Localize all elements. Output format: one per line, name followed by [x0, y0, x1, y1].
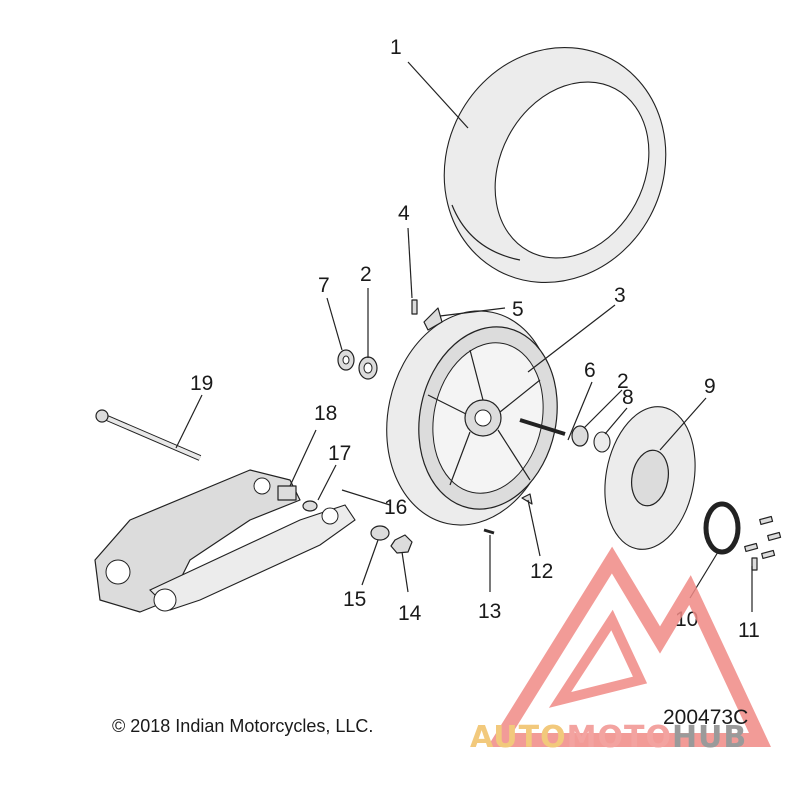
callout-2: 2 — [360, 263, 372, 286]
drawing-id: 200473C — [663, 706, 749, 729]
watermark-moto: MOTO — [566, 720, 672, 755]
sprocket — [703, 501, 741, 555]
callout-3: 3 — [614, 284, 626, 307]
washer-15 — [370, 525, 390, 541]
callout-7: 7 — [318, 274, 330, 297]
brake-disc — [604, 406, 696, 550]
callout-4: 4 — [398, 202, 410, 225]
swingarm — [94, 469, 356, 613]
clip-12 — [521, 493, 533, 505]
callout-15: 15 — [343, 588, 366, 611]
callout-11: 11 — [738, 619, 760, 642]
callout-1: 1 — [390, 36, 402, 59]
callout-18: 18 — [314, 402, 337, 425]
callout-6: 6 — [584, 359, 596, 382]
nut-14 — [390, 534, 413, 554]
callout-5: 5 — [512, 298, 524, 321]
spacer-18 — [277, 485, 297, 501]
watermark-auto: AUTO — [470, 720, 567, 755]
seal-left — [358, 356, 378, 380]
copyright-text: © 2018 Indian Motorcycles, LLC. — [112, 716, 374, 736]
bearing-left — [337, 349, 355, 371]
pin-13 — [483, 528, 495, 535]
watermark-logo — [487, 546, 771, 747]
callout-12: 12 — [530, 560, 553, 583]
spacer-right — [519, 418, 611, 453]
callout-16: 16 — [384, 496, 407, 519]
leader-lines — [175, 61, 753, 612]
callout-19: 19 — [190, 372, 213, 395]
axle — [95, 409, 202, 461]
callout-8: 8 — [622, 386, 634, 409]
callout-9: 9 — [704, 375, 716, 398]
callout-17: 17 — [328, 442, 351, 465]
callout-13: 13 — [478, 600, 501, 623]
callout-14: 14 — [398, 602, 422, 625]
watermark-text: AUTOMOTOHUB — [470, 720, 747, 755]
bolts — [744, 515, 782, 571]
watermark-hub: HUB — [671, 720, 748, 755]
washer-17 — [302, 500, 318, 512]
valve-stem — [411, 299, 443, 331]
tire — [443, 46, 667, 284]
callout-2-right: 2 — [617, 370, 629, 393]
